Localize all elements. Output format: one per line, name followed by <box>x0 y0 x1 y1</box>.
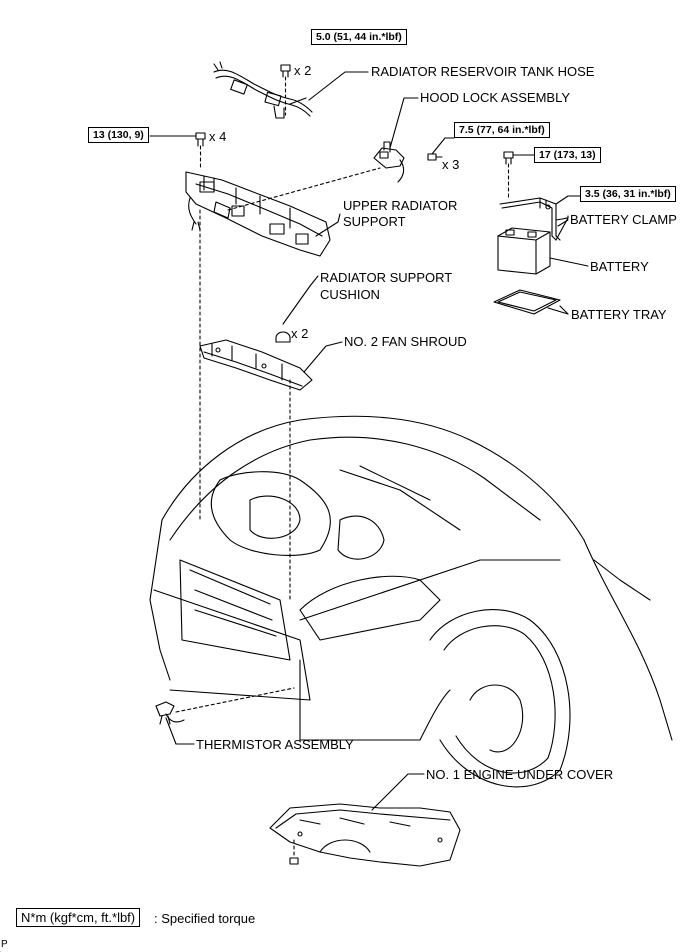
label-battery-tray: BATTERY TRAY <box>571 307 667 322</box>
label-no1-engine-under-cover: NO. 1 ENGINE UNDER COVER <box>426 767 614 782</box>
torque-hose-bolt: 5.0 (51, 44 in.*lbf) <box>311 29 407 45</box>
legend-torque-unit-box: N*m (kgf*cm, ft.*lbf) <box>16 908 141 927</box>
label-upper-radiator-support-line1: UPPER RADIATOR <box>343 198 458 213</box>
label-battery-clamp: BATTERY CLAMP <box>570 212 677 227</box>
torque-clamp-nut: 3.5 (36, 31 in.*lbf) <box>580 186 676 202</box>
support-bolt-part <box>149 132 206 171</box>
leader-reservoir-hose <box>308 71 369 101</box>
battery-tray-part <box>493 289 569 315</box>
leader-battery-clamp <box>557 219 569 227</box>
label-battery: BATTERY <box>590 259 649 274</box>
clamp-bolt-part <box>503 151 535 201</box>
torque-clamp-bolt: 17 (173, 13) <box>534 147 601 163</box>
qty-support-bolt: x 4 <box>209 129 227 144</box>
battery-part <box>497 227 589 275</box>
battery-clamp-part <box>499 195 581 241</box>
radiator-support-cushion-part <box>275 275 319 343</box>
dashed-support-hood-lock <box>227 167 381 211</box>
label-radiator-support-cushion-line2: CUSHION <box>320 287 380 302</box>
no1-engine-under-cover-part <box>269 773 461 867</box>
thermistor-assembly-part <box>155 687 295 745</box>
corner-mark: P <box>1 939 8 950</box>
hood-lock-bolt-part <box>427 137 455 161</box>
label-radiator-support-cushion-line1: RADIATOR SUPPORT <box>320 270 453 285</box>
label-thermistor-assembly: THERMISTOR ASSEMBLY <box>196 737 354 752</box>
torque-support-bolt: 13 (130, 9) <box>88 127 149 143</box>
label-radiator-reservoir-tank-hose: RADIATOR RESERVOIR TANK HOSE <box>371 64 595 79</box>
label-upper-radiator-support-line2: SUPPORT <box>343 214 406 229</box>
label-hood-lock-assembly: HOOD LOCK ASSEMBLY <box>420 90 571 105</box>
no2-fan-shroud-part <box>199 339 343 391</box>
legend-torque-description: : Specified torque <box>154 911 256 926</box>
qty-hood-lock-bolt: x 3 <box>442 157 460 172</box>
radiator-reservoir-tank-hose-part <box>213 61 313 119</box>
hose-bolt-part <box>280 64 291 116</box>
label-no2-fan-shroud: NO. 2 FAN SHROUD <box>344 334 467 349</box>
torque-hood-lock-bolt: 7.5 (77, 64 in.*lbf) <box>454 122 550 138</box>
hood-lock-assembly-part <box>373 97 419 183</box>
upper-radiator-support-part <box>185 171 341 257</box>
vehicle-front-part <box>149 415 673 788</box>
qty-hose-bolt: x 2 <box>294 63 312 78</box>
qty-cushion: x 2 <box>291 326 309 341</box>
